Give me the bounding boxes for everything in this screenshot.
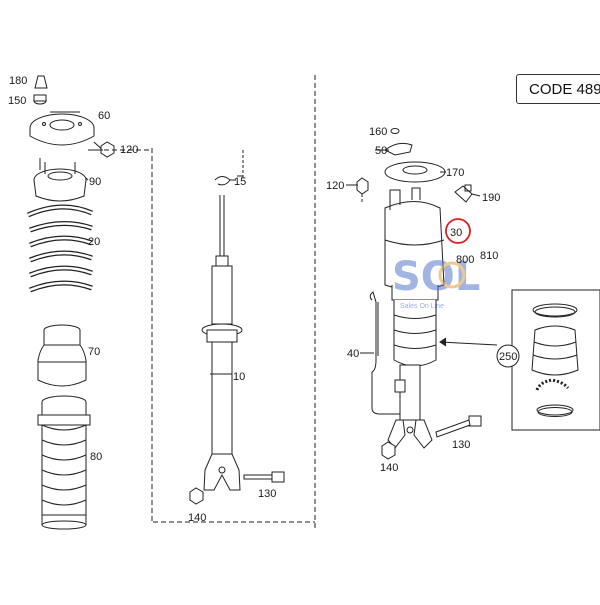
highlight-circle-30 [445, 218, 471, 244]
callout-50: 50 [375, 145, 387, 157]
callout-15: 15 [234, 176, 246, 188]
callout-120-left: 120 [120, 144, 138, 156]
callout-circle-250 [496, 344, 520, 368]
part-70-bump-stop [37, 324, 87, 387]
inset-box-250 [511, 289, 600, 431]
callout-130-right: 130 [452, 439, 470, 451]
part-40-sensor-line [369, 291, 400, 415]
part-180-cap [34, 75, 48, 89]
callout-60: 60 [98, 110, 110, 122]
part-80-dust-boot [37, 395, 91, 530]
part-190-valve [454, 184, 473, 203]
callout-80: 80 [90, 451, 102, 463]
callout-150: 150 [8, 95, 26, 107]
part-120-nut-right [356, 177, 369, 195]
part-250-kit [531, 303, 579, 417]
callout-30: 30 [450, 227, 462, 239]
callout-170: 170 [446, 167, 464, 179]
part-30-air-spring [384, 187, 445, 367]
part-160-washer [390, 128, 400, 134]
part-130-bolt-left [243, 471, 285, 483]
callout-160: 160 [369, 126, 387, 138]
part-30-damper-lower [387, 364, 433, 449]
part-130-bolt-right [435, 415, 482, 438]
callout-140-right: 140 [380, 462, 398, 474]
part-140-nut-right [381, 441, 396, 460]
part-20-coil-spring [26, 204, 93, 293]
part-10-strut [201, 195, 243, 491]
callout-10: 10 [233, 371, 245, 383]
part-140-nut-left [189, 487, 204, 505]
part-170-top-mount [384, 161, 446, 183]
callout-250: 250 [499, 351, 517, 363]
part-20-coil-spring-inner [27, 205, 93, 292]
callout-70: 70 [88, 346, 100, 358]
callout-120-right: 120 [326, 180, 344, 192]
part-50-bracket [384, 142, 413, 156]
part-150-nut [33, 94, 47, 105]
watermark-title: SOL [392, 254, 480, 300]
callout-190: 190 [482, 192, 500, 204]
part-90-spring-seat [33, 158, 87, 202]
callout-130-left: 130 [258, 488, 276, 500]
callout-180: 180 [9, 75, 27, 87]
watermark: SOL Sales On Line [392, 254, 480, 310]
watermark-subtitle: Sales On Line [400, 303, 444, 310]
code-box: CODE 489 [516, 74, 600, 104]
callout-20: 20 [88, 236, 100, 248]
part-60-top-mount [29, 113, 95, 146]
callout-140-left: 140 [188, 512, 206, 524]
callout-810: 810 [480, 250, 498, 262]
callout-90: 90 [89, 176, 101, 188]
callout-800: 800 [456, 254, 474, 266]
callout-40: 40 [347, 348, 359, 360]
part-15-clip [214, 176, 231, 186]
